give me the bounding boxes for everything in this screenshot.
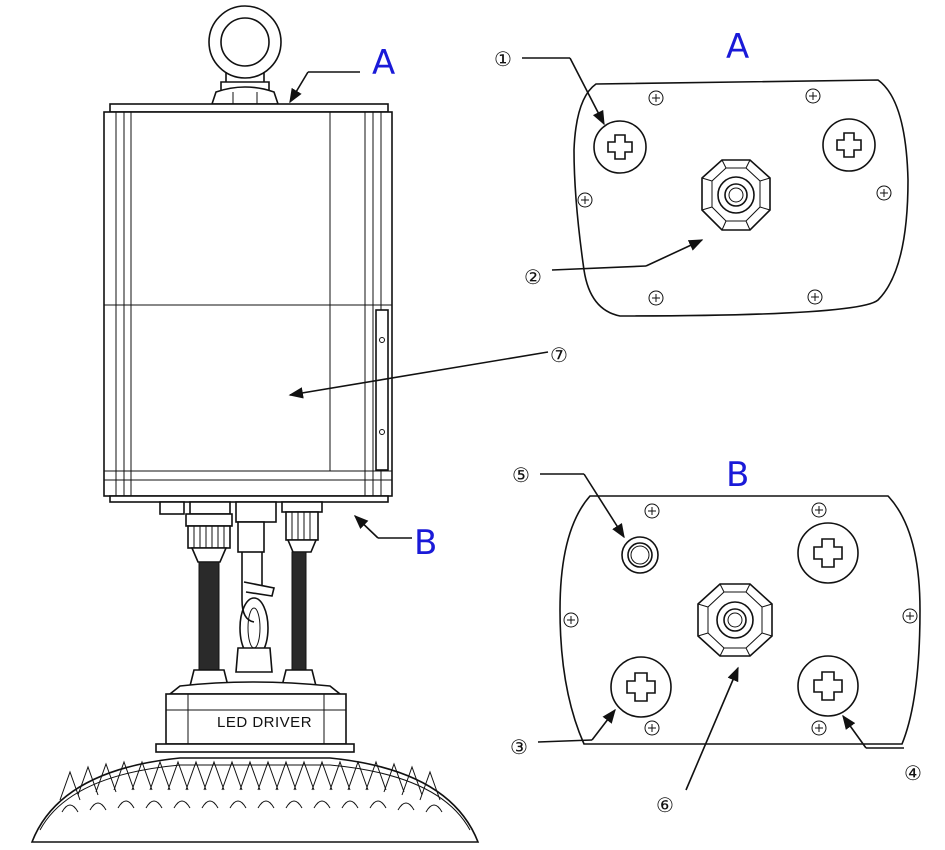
plate-b <box>559 495 921 745</box>
center-gland-b <box>697 583 773 657</box>
cable-right <box>291 551 307 671</box>
cable-gland-left <box>159 501 233 563</box>
small-screws-b <box>563 502 918 736</box>
bottom-cap <box>109 495 389 503</box>
side-label-a: A <box>372 43 395 83</box>
leader-3 <box>591 708 616 741</box>
leader-6 <box>685 666 739 791</box>
callout-1: ① <box>494 47 512 71</box>
led-driver-label: LED DRIVER <box>217 714 312 731</box>
side-label-b: B <box>414 523 437 563</box>
view-b: B <box>510 455 922 817</box>
callout-4: ④ <box>904 761 922 785</box>
leader-2 <box>645 239 704 267</box>
callout-5: ⑤ <box>512 463 530 487</box>
view-a: A ① <box>494 27 909 317</box>
heat-sink <box>30 757 480 843</box>
plus-screw-b-bottom-right <box>797 655 859 717</box>
housing-body <box>103 111 393 497</box>
indicator-5 <box>621 536 659 574</box>
plus-screw-b-top-right <box>797 522 859 584</box>
callout-7: ⑦ <box>550 343 568 367</box>
plate-a <box>573 79 909 317</box>
leader-5 <box>583 473 625 539</box>
lamp-side-view: LED DRIVER <box>30 5 568 843</box>
hanging-hook <box>235 552 275 673</box>
plus-screw-a-right <box>822 118 876 172</box>
top-cap <box>109 103 389 113</box>
callout-6: ⑥ <box>656 793 674 817</box>
callout-2: ② <box>524 265 542 289</box>
plus-screw-b-bottom-left <box>610 656 672 718</box>
small-screws-a <box>577 88 892 306</box>
callout-3: ③ <box>510 735 528 759</box>
center-block <box>235 501 277 523</box>
plus-screw-a-left <box>593 120 647 174</box>
view-b-title: B <box>726 455 749 495</box>
leader-7 <box>288 351 549 399</box>
eye-bolt <box>208 5 282 105</box>
leader-4 <box>842 714 867 749</box>
cable-gland-right <box>281 501 323 553</box>
led-driver: LED DRIVER <box>155 681 355 753</box>
center-gland-a <box>701 159 771 231</box>
cable-left <box>198 561 220 671</box>
view-a-title: A <box>726 27 749 67</box>
leader-1 <box>569 57 605 126</box>
